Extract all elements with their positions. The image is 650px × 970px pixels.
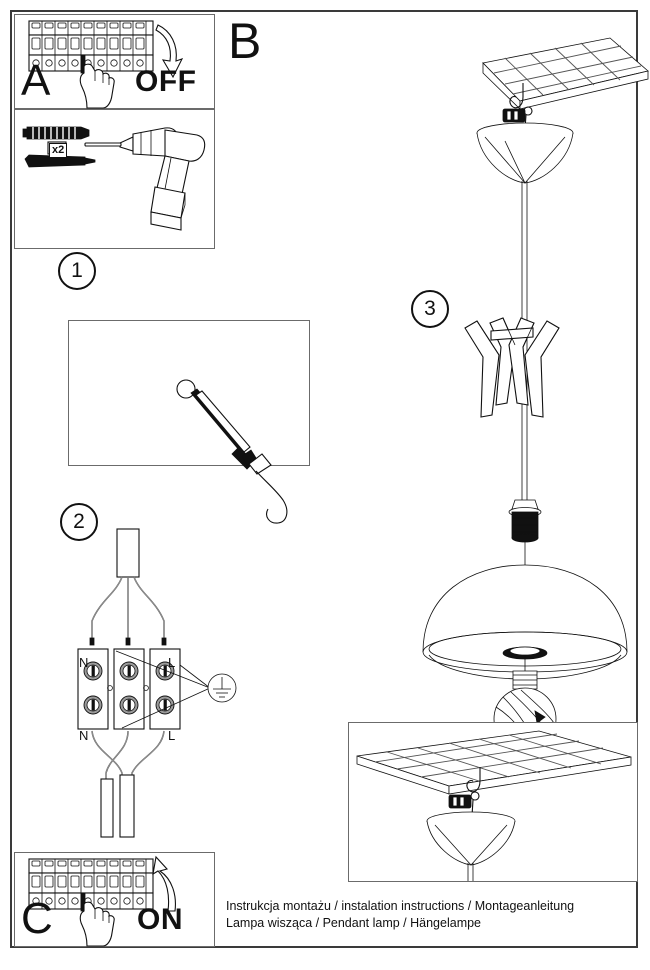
breaker-off-illustration <box>28 20 184 109</box>
circuit-breaker-panel-off-icon <box>28 20 154 74</box>
off-label: OFF <box>135 65 197 98</box>
panel-ceiling-hook-detail <box>348 722 638 882</box>
sheet-outer-frame <box>10 10 638 948</box>
ceiling-tile-plate-icon <box>482 37 649 110</box>
cordless-drill-icon <box>84 127 206 231</box>
lamp-cable <box>91 730 165 838</box>
step-3-marker: 3 <box>411 290 449 328</box>
step-1-marker: 1 <box>58 252 96 290</box>
lamp-canopy-cone-icon <box>476 122 574 184</box>
panel-c-letter: C <box>21 894 53 943</box>
screw-icon <box>24 154 96 168</box>
pointing-hand-icon <box>79 63 115 109</box>
supply-cable <box>89 528 167 646</box>
hook-screw-illustration <box>176 379 288 524</box>
hook-screw-icon <box>466 767 481 793</box>
pointing-hand-icon <box>79 901 115 947</box>
terminal-block-icon <box>77 648 181 730</box>
drill-illustration <box>22 126 206 231</box>
on-label: ON <box>137 903 183 936</box>
ceiling-hook-detail-illustration <box>356 730 632 881</box>
panel-a-letter: A <box>21 56 51 105</box>
breaker-on-illustration <box>28 855 176 947</box>
terminal-label-n-bottom: N <box>79 728 89 743</box>
terminal-label-n-top: N <box>79 655 89 670</box>
caption-line-2: Lampa wisząca / Pendant lamp / Hängelamp… <box>226 916 482 930</box>
decorative-tripod-icon <box>464 317 560 418</box>
wiring-diagram <box>77 528 237 838</box>
shade-fitting-ring <box>502 646 548 671</box>
lamp-canopy-cone-icon <box>426 811 516 866</box>
quantity-x2-label: x2 <box>49 143 68 158</box>
curved-arrow-up-icon <box>152 855 176 912</box>
earth-ground-symbol <box>207 673 237 703</box>
circuit-breaker-panel-on-icon <box>28 858 154 912</box>
panel-1-drill-mounting: x2 <box>14 109 215 249</box>
terminal-label-l-top: L <box>168 655 176 670</box>
curved-arrow-down-icon <box>155 24 184 79</box>
ceiling-tile-plate-icon <box>356 730 632 795</box>
caption-line-1: Instrukcja montażu / instalation instruc… <box>226 899 575 913</box>
wall-plug-anchor-icon <box>22 126 90 140</box>
panel-c-breaker-on: C ON <box>14 852 215 947</box>
panel-a-breaker-off: A OFF <box>14 14 215 109</box>
lamp-socket-icon <box>508 499 542 565</box>
terminal-label-l-bottom: L <box>168 728 176 743</box>
panel-b-letter: B <box>228 13 262 69</box>
hook-screw-icon <box>509 83 524 109</box>
lamp-cord <box>467 863 474 881</box>
pendant-lamp-assembly-illustration <box>422 37 649 751</box>
step-2-marker: 2 <box>60 503 98 541</box>
earth-connection-lines <box>115 650 211 729</box>
